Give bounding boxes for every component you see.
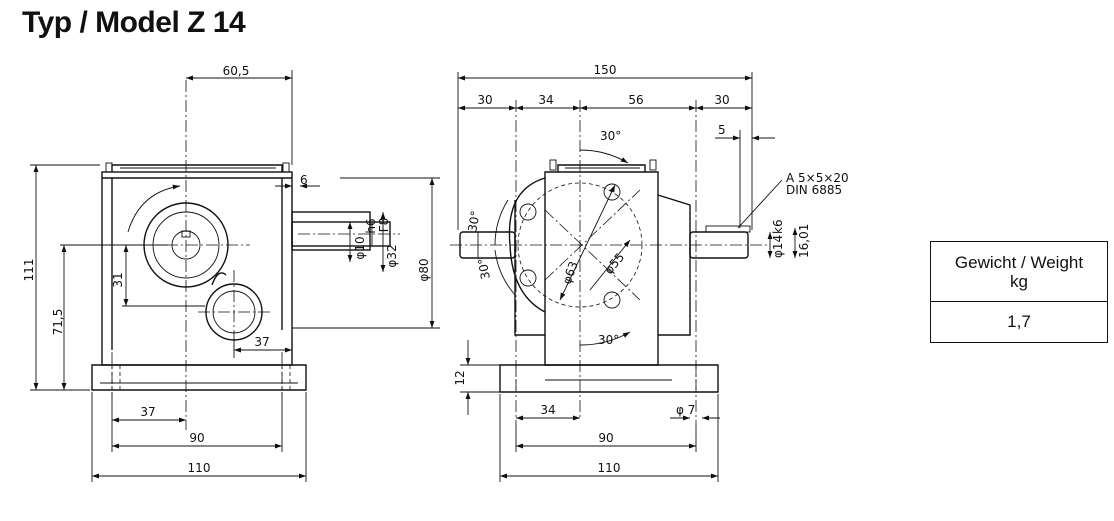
dim-phi14: φ14: [771, 235, 785, 258]
dim-110-front: 110: [598, 461, 621, 475]
weight-table-header: Gewicht / Weight kg: [930, 241, 1108, 302]
angle-left: 30°: [465, 210, 482, 233]
dim-16-01: 16,01: [797, 224, 811, 258]
dim-37-top: 37: [254, 335, 269, 349]
side-view: 60,5 6 111 71,5 31 37 φ10 h6 φ32 F8 φ80: [22, 64, 440, 482]
dim-phi10: φ10: [353, 236, 367, 259]
dim-5: 5: [718, 123, 726, 137]
page-title: Typ / Model Z 14: [22, 6, 246, 39]
right-boss: [657, 194, 691, 336]
key-note-line1: A 5×5×20: [786, 171, 849, 185]
angle-bottom: 30°: [598, 333, 619, 347]
dim-30-a: 30: [477, 93, 492, 107]
weight-value: 1,7: [930, 301, 1108, 343]
dim-30-b: 30: [714, 93, 729, 107]
dim-111: 111: [22, 259, 36, 282]
rotation-arrow: [127, 184, 181, 233]
base-side: [91, 364, 307, 391]
dim-56: 56: [628, 93, 643, 107]
dim-110-side: 110: [188, 461, 211, 475]
key-note-line2: DIN 6885: [786, 183, 842, 197]
dim-6: 6: [300, 173, 308, 187]
weight-header-line1: Gewicht / Weight: [954, 252, 1084, 272]
weight-header-unit: kg: [1010, 271, 1028, 291]
fit-h6: h6: [364, 218, 378, 233]
dim-phi80: φ80: [417, 258, 431, 281]
dim-60-5: 60,5: [223, 64, 250, 78]
dim-90-side: 90: [189, 431, 204, 445]
fit-k6: k6: [771, 219, 785, 234]
angle-left-b: 30°: [475, 257, 492, 280]
angle-top: 30°: [600, 129, 621, 143]
fit-f8: F8: [377, 218, 391, 233]
dim-phi55: φ55: [602, 250, 628, 277]
dim-12: 12: [453, 370, 467, 385]
dim-37-bottom: 37: [140, 405, 155, 419]
dim-31: 31: [111, 272, 125, 287]
dim-90-front: 90: [598, 431, 613, 445]
dim-phi7: φ 7: [676, 403, 695, 417]
dim-34-bottom: 34: [540, 403, 555, 417]
weight-table: Gewicht / Weight kg 1,7: [930, 241, 1108, 343]
dim-71-5: 71,5: [51, 309, 65, 336]
base-front: [499, 364, 719, 393]
dim-34: 34: [538, 93, 553, 107]
dim-150: 150: [594, 63, 617, 77]
front-view: 150 30 34 56 30 5 30° 30° 30° 30° φ63 φ5…: [450, 63, 849, 482]
dim-phi32: φ32: [385, 244, 399, 267]
top-cover: [111, 164, 283, 172]
